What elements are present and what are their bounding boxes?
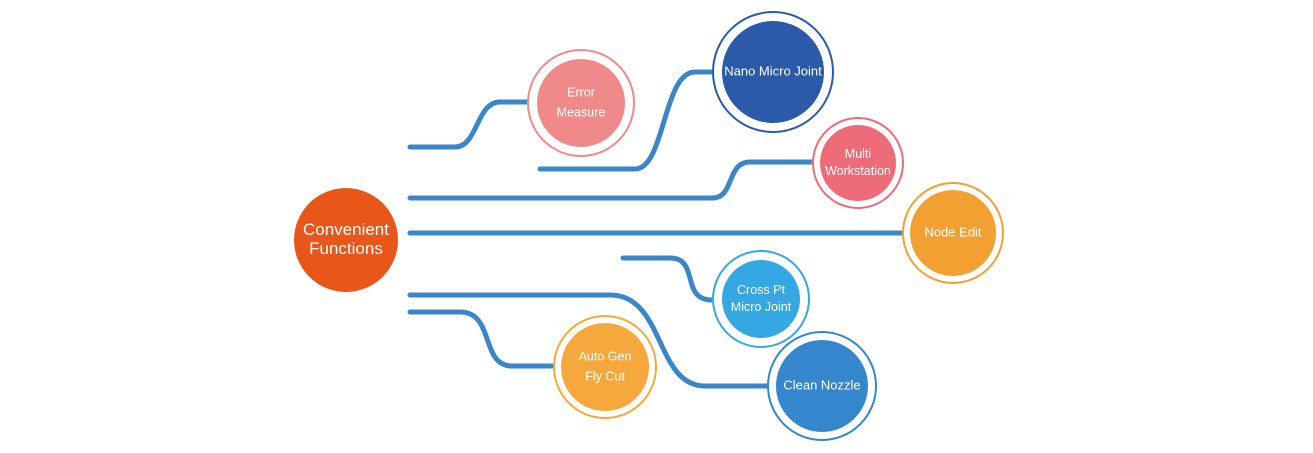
- auto-gen-fly-cut-connector: [407, 309, 564, 369]
- nano-micro-joint-node: Nano Micro Joint: [712, 11, 834, 133]
- cross-pt-micro-joint-circle: [722, 260, 800, 338]
- clean-nozzle-node: Clean Nozzle: [767, 331, 877, 441]
- clean-nozzle-ring: [767, 331, 877, 441]
- node-edit-label-line-1: Node Edit: [924, 224, 981, 239]
- cross-pt-micro-joint-ring: [712, 250, 810, 348]
- multi-workstation-ring: [812, 117, 904, 209]
- nano-micro-joint-circle: [722, 21, 824, 123]
- nano-micro-joint-connector: [537, 69, 725, 172]
- hub-label-line-1: Convenient: [303, 220, 389, 239]
- hub-label-line-2: Functions: [309, 239, 383, 258]
- multi-workstation-connector: [407, 159, 823, 201]
- nano-micro-joint-ring: [712, 11, 834, 133]
- auto-gen-fly-cut-label-line-2: Fly Cut: [585, 369, 625, 383]
- error-measure-ring: [527, 49, 635, 157]
- error-measure-label-line-1: Error: [567, 85, 595, 99]
- connectors: [407, 69, 913, 389]
- hub-circle: [294, 188, 398, 292]
- node-edit-circle: [910, 190, 996, 276]
- auto-gen-fly-cut-ring: [553, 315, 657, 419]
- nano-micro-joint-label-line-1: Nano Micro Joint: [724, 63, 822, 78]
- clean-nozzle-circle: [776, 340, 868, 432]
- node-edit-ring: [902, 182, 1004, 284]
- cross-pt-micro-joint-label-line-2: Micro Joint: [731, 300, 792, 314]
- multi-workstation-circle: [820, 125, 896, 201]
- clean-nozzle-label-line-1: Clean Nozzle: [783, 377, 860, 392]
- auto-gen-fly-cut-label-line-1: Auto Gen: [579, 349, 632, 363]
- auto-gen-fly-cut-circle: [561, 323, 649, 411]
- multi-workstation-label-line-2: Workstation: [825, 164, 891, 178]
- cross-pt-micro-joint-node: Cross Pt Micro Joint: [712, 250, 810, 348]
- clean-nozzle-connector: [407, 292, 779, 389]
- error-measure-label-line-2: Measure: [557, 105, 606, 119]
- node-edit-node: Node Edit: [902, 182, 1004, 284]
- cross-pt-micro-joint-connector: [620, 255, 725, 303]
- cross-pt-micro-joint-label-line-1: Cross Pt: [737, 283, 785, 297]
- error-measure-connector: [407, 99, 540, 150]
- error-measure-circle: [537, 59, 625, 147]
- multi-workstation-label-line-1: Multi: [845, 147, 871, 161]
